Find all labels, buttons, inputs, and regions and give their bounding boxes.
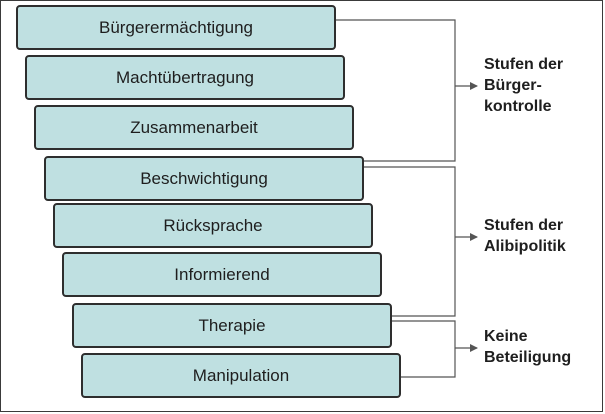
group-label-alibipolitik: Stufen der Alibipolitik xyxy=(484,215,566,257)
group-label-line: Alibipolitik xyxy=(484,238,566,255)
bracket-alibipolitik xyxy=(364,166,478,317)
group-label-line: Beteiligung xyxy=(484,349,572,366)
rung-therapie: Therapie xyxy=(72,303,392,348)
group-label-line: Stufen der xyxy=(484,217,564,234)
group-label-keine-beteiligung: Keine Beteiligung xyxy=(484,326,571,368)
group-label-line: Stufen der xyxy=(484,56,564,73)
group-label-buergerkontrolle: Stufen der Bürger- kontrolle xyxy=(484,54,563,117)
group-label-line: Keine xyxy=(484,328,528,345)
bracket-buergerkontrolle xyxy=(336,19,478,162)
group-label-line: Bürger- xyxy=(484,77,542,94)
group-label-line: kontrolle xyxy=(484,98,552,115)
bracket-keine-beteiligung xyxy=(392,320,478,378)
rung-manipulation: Manipulation xyxy=(81,353,401,398)
